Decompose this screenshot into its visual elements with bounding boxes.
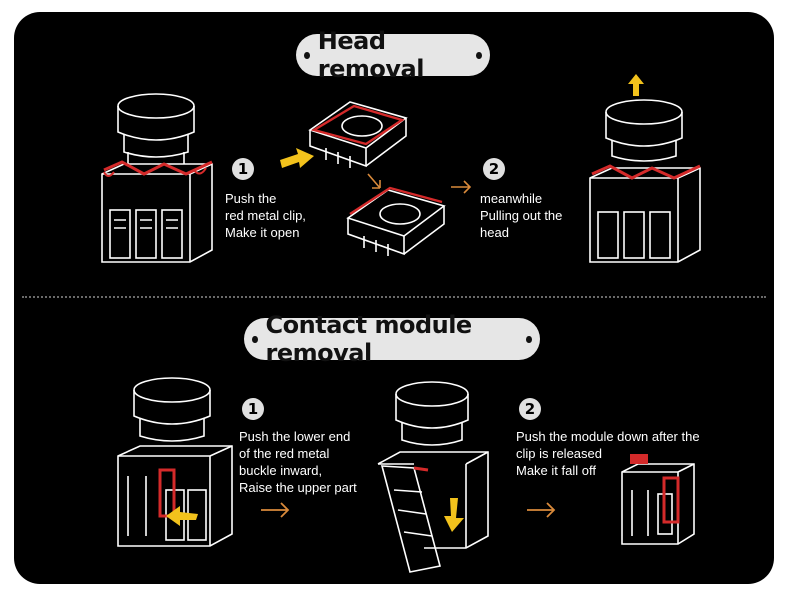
next-step-arrow-icon <box>451 180 472 194</box>
red-clip-open-illustration <box>346 186 446 256</box>
instruction-line: meanwhile <box>480 191 543 206</box>
instruction-line: head <box>480 225 509 240</box>
clip-transition-arrow-icon <box>367 173 381 189</box>
section-title-contact-module-removal: Contact module removal <box>244 311 540 367</box>
bullet-dot-icon <box>252 335 258 343</box>
section-title-text: Head removal <box>317 27 425 83</box>
instruction-panel: Head removal <box>14 12 774 584</box>
detached-contact-module-illustration <box>621 454 695 545</box>
step-1-instructions: Push the red metal clip, Make it open <box>225 190 306 241</box>
push-down-arrow-icon <box>444 498 464 532</box>
module-tilted-illustration <box>377 381 489 573</box>
bullet-dot-icon <box>304 51 310 59</box>
contact-module-assembly-illustration <box>117 377 233 547</box>
section-divider <box>22 296 766 298</box>
instruction-line: buckle inward, <box>239 463 323 478</box>
push-inward-arrow-icon <box>166 506 198 526</box>
instruction-line: of the red metal <box>239 446 330 461</box>
step-2-instructions: meanwhile Pulling out the head <box>480 190 562 241</box>
instruction-line: Pulling out the <box>480 208 563 223</box>
instruction-line: Make it open <box>225 225 300 240</box>
step-2-badge: 2 <box>483 158 505 180</box>
instruction-line: Push the module down after the <box>516 429 700 444</box>
step-2-instructions: Push the module down after the clip is r… <box>516 428 700 479</box>
instruction-line: Make it fall off <box>516 463 596 478</box>
step-1-badge: 1 <box>242 398 264 420</box>
instruction-line: red metal clip, <box>225 208 306 223</box>
step-1-instructions: Push the lower end of the red metal buck… <box>239 428 357 496</box>
next-step-arrow-icon <box>527 502 556 518</box>
section-title-text: Contact module removal <box>265 311 473 367</box>
head-pulled-out-illustration <box>589 99 701 263</box>
instruction-line: Push the <box>225 191 277 206</box>
section-title-head-removal: Head removal <box>296 27 490 83</box>
instruction-line: Push the lower end <box>239 429 351 444</box>
push-direction-arrow-icon <box>280 148 314 168</box>
push-button-assembly-illustration <box>101 93 213 263</box>
step-2-badge: 2 <box>519 398 541 420</box>
step-1-badge: 1 <box>232 158 254 180</box>
instruction-line: clip is released <box>516 446 602 461</box>
instruction-line: Raise the upper part <box>239 480 357 495</box>
pull-up-arrow-icon <box>628 74 644 96</box>
next-step-arrow-icon <box>261 502 290 518</box>
bullet-dot-icon <box>526 335 532 343</box>
bullet-dot-icon <box>476 51 483 59</box>
red-clip-closed-illustration <box>308 101 408 168</box>
